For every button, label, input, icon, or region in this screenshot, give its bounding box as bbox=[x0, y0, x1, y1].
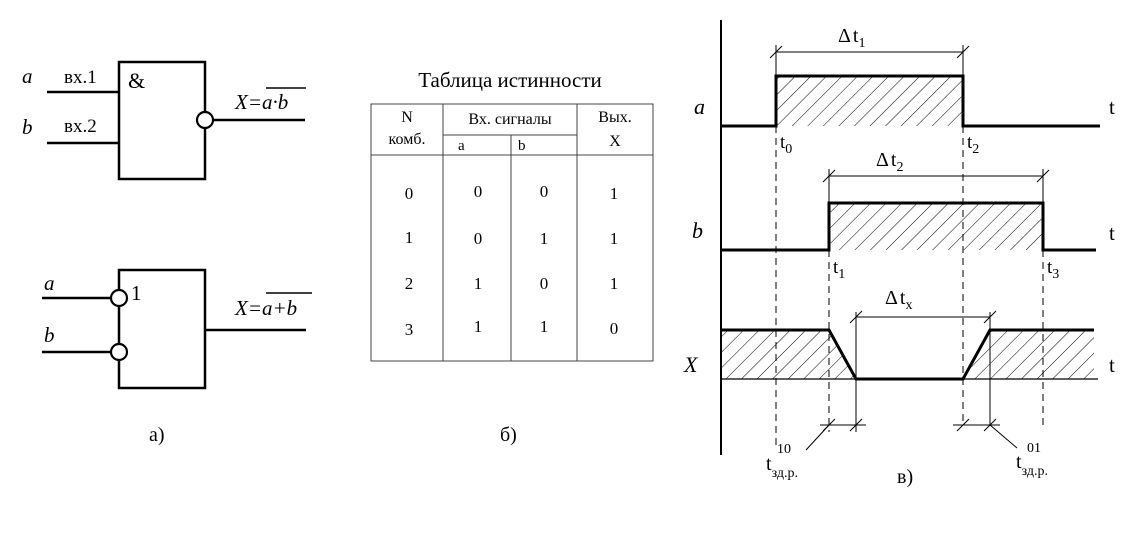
nor-input-a-var: a bbox=[44, 271, 55, 295]
truth-table-grid bbox=[370, 103, 654, 362]
table-cell: 0 bbox=[474, 229, 483, 248]
nand-input1-label: вх.1 bbox=[64, 67, 97, 88]
table-cell: 1 bbox=[540, 229, 549, 248]
table-border bbox=[370, 103, 654, 362]
table-cell: 1 bbox=[474, 274, 483, 293]
nor-input-b-var: b bbox=[44, 323, 55, 347]
header-output: Вых. bbox=[598, 109, 631, 126]
table-row-2: 2 1 0 1 bbox=[405, 274, 619, 293]
table-title: Таблица истинности bbox=[418, 68, 602, 92]
nand-input2-label: вх.2 bbox=[64, 116, 97, 137]
t1-label: t1 bbox=[833, 257, 845, 282]
inversion-bubble bbox=[195, 110, 215, 130]
table-cell: 1 bbox=[610, 184, 619, 203]
panel-a: & a вх.1 b вх.2 X=a·b 1 a b X=a+b а) bbox=[22, 60, 312, 446]
panel-b: Таблица истинности N комб. Вх. сигналы a… bbox=[370, 68, 654, 446]
nand-output-overbar-text: a·b bbox=[262, 90, 288, 114]
t0-label: t0 bbox=[780, 132, 792, 157]
t3-label: t3 bbox=[1047, 257, 1059, 282]
delay10-label: tзд.р. bbox=[766, 453, 798, 481]
and-symbol: & bbox=[128, 68, 145, 93]
input-a-inversion-bubble bbox=[109, 288, 129, 308]
table-cell: 1 bbox=[474, 317, 483, 336]
time-label-a: t bbox=[1109, 95, 1115, 119]
pulse-b bbox=[722, 201, 1096, 252]
header-comb: комб. bbox=[389, 131, 426, 148]
delay01-leader bbox=[989, 424, 1018, 449]
nand-output-label: X=a·b bbox=[234, 90, 288, 114]
t2-label: t2 bbox=[967, 132, 979, 157]
table-cell: 0 bbox=[405, 184, 414, 203]
header-x: X bbox=[609, 133, 621, 150]
table-row-0: 0 0 0 1 bbox=[405, 182, 619, 203]
caption-a: а) bbox=[149, 424, 165, 446]
x-left-hatch bbox=[722, 330, 856, 379]
input-b-inversion-bubble bbox=[109, 342, 129, 362]
table-cell: 0 bbox=[540, 182, 549, 201]
header-a: a bbox=[458, 138, 465, 154]
time-label-b: t bbox=[1109, 221, 1115, 245]
delay01-label: tзд.р. bbox=[1016, 451, 1048, 479]
delay01-superscript: 01 bbox=[1027, 441, 1041, 456]
nand-gate: & a вх.1 b вх.2 X=a·b bbox=[22, 60, 306, 181]
delay10-superscript: 10 bbox=[777, 442, 791, 457]
table-cell: 0 bbox=[610, 319, 619, 338]
signal-x-label: X bbox=[683, 352, 699, 377]
x-right-hatch bbox=[963, 330, 1094, 379]
table-cell: 0 bbox=[540, 274, 549, 293]
signal-b-label: b bbox=[692, 218, 703, 243]
table-cell: 1 bbox=[540, 317, 549, 336]
table-row-1: 1 0 1 1 bbox=[405, 228, 619, 248]
table-cell: 1 bbox=[405, 228, 414, 247]
nor-output-overbar-text: a+b bbox=[262, 296, 297, 320]
caption-c: в) bbox=[897, 466, 913, 488]
or-symbol: 1 bbox=[131, 281, 142, 305]
nor-gate: 1 a b X=a+b bbox=[42, 268, 312, 390]
signal-a-trace bbox=[722, 74, 1100, 128]
pulse-a-hatch bbox=[776, 76, 963, 126]
table-cell: 1 bbox=[610, 229, 619, 248]
time-label-x: t bbox=[1109, 353, 1115, 377]
table-row-3: 3 1 1 0 bbox=[405, 317, 619, 339]
nand-input-b-var: b bbox=[22, 115, 33, 139]
header-n: N bbox=[401, 109, 413, 126]
table-cell: 1 bbox=[610, 274, 619, 293]
header-input-signals: Вх. сигналы bbox=[468, 111, 551, 128]
delay10-leader bbox=[805, 424, 830, 451]
signal-x-trace bbox=[722, 328, 1098, 381]
nor-output-label: X=a+b bbox=[234, 296, 297, 320]
header-b: b bbox=[518, 138, 526, 154]
pulse-b-hatch bbox=[829, 203, 1043, 250]
table-cell: 2 bbox=[405, 274, 414, 293]
nand-input-a-var: a bbox=[22, 64, 33, 88]
caption-b: б) bbox=[500, 424, 517, 446]
table-cell: 0 bbox=[474, 182, 483, 201]
signal-a-label: a bbox=[694, 94, 705, 119]
table-cell: 3 bbox=[405, 320, 414, 339]
pulse-a bbox=[722, 74, 1100, 128]
signal-b-trace bbox=[722, 201, 1096, 252]
